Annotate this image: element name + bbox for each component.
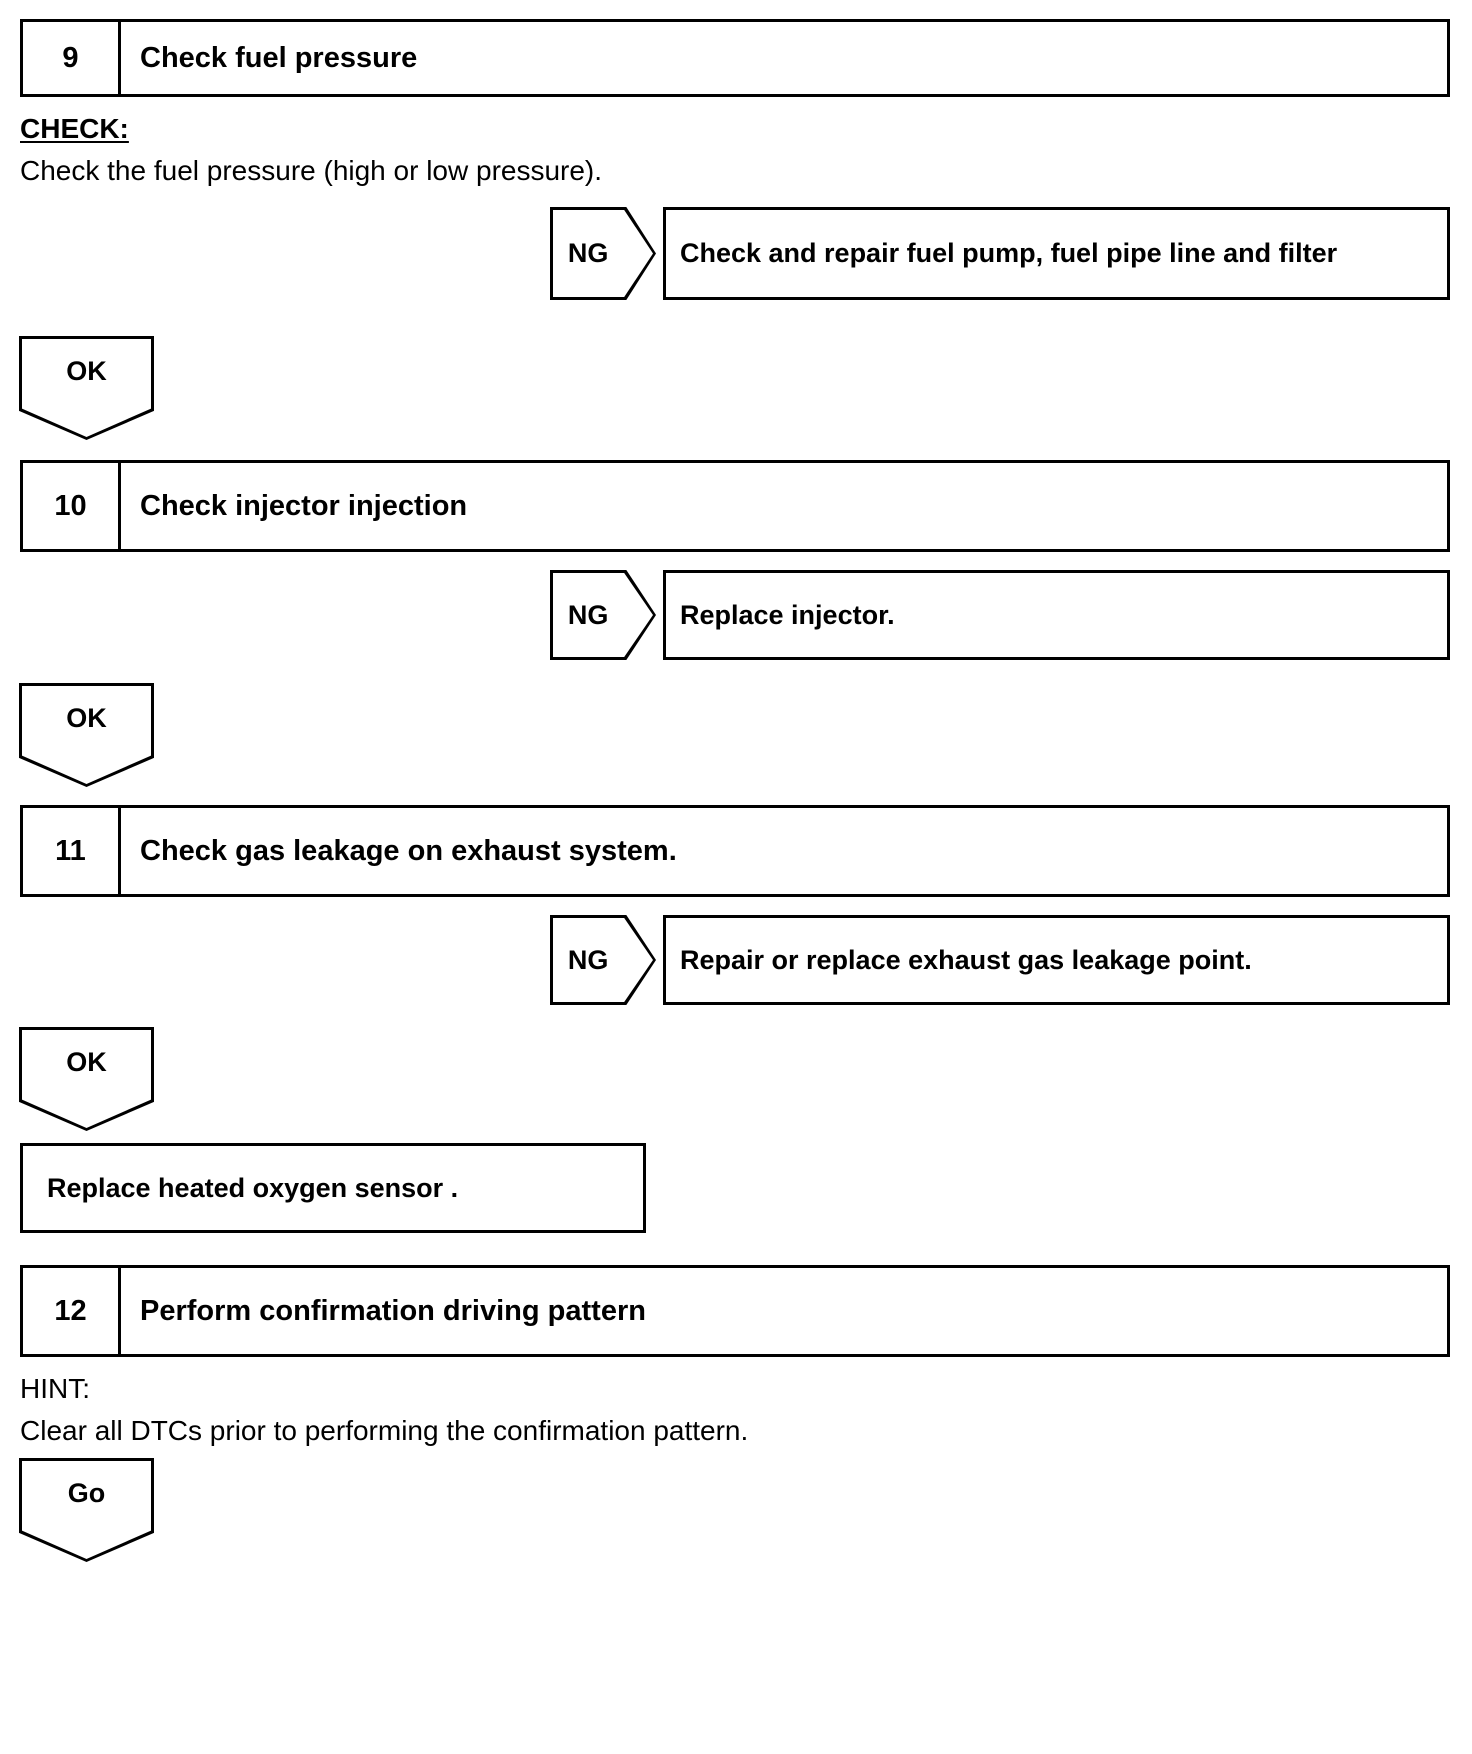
terminal-action-box: Replace heated oxygen sensor . (20, 1143, 646, 1233)
ok-pentagon-10: OK (19, 683, 154, 787)
ng-result-text-10: Replace injector. (680, 599, 895, 630)
step-number-9: 9 (23, 22, 121, 94)
hint-text: Clear all DTCs prior to performing the c… (20, 1415, 749, 1446)
ok-label-11: OK (66, 1046, 107, 1077)
ng-chevron-10: NG (550, 570, 656, 660)
ng-result-box-11: Repair or replace exhaust gas leakage po… (663, 915, 1450, 1005)
ng-chevron-11: NG (550, 915, 656, 1005)
go-pentagon: Go (19, 1458, 154, 1562)
hint-label: HINT: (20, 1373, 90, 1404)
ng-result-box-10: Replace injector. (663, 570, 1450, 660)
terminal-action-text: Replace heated oxygen sensor . (47, 1172, 459, 1203)
step-row-11: 11 Check gas leakage on exhaust system. (20, 805, 1450, 897)
ng-result-box-9: Check and repair fuel pump, fuel pipe li… (663, 207, 1450, 300)
ng-label-11: NG (567, 944, 609, 975)
ng-chevron-9: NG (550, 207, 656, 300)
step-row-9: 9 Check fuel pressure (20, 19, 1450, 97)
ng-label-10: NG (567, 599, 609, 630)
step-title-12: Perform confirmation driving pattern (140, 1294, 646, 1327)
step-number-11: 11 (23, 808, 121, 894)
ok-pentagon-11: OK (19, 1027, 154, 1131)
step-number-12: 12 (23, 1268, 121, 1354)
step-title-11: Check gas leakage on exhaust system. (140, 834, 677, 867)
step-title-10: Check injector injection (140, 489, 468, 522)
check-label-9: CHECK: (20, 113, 129, 144)
check-text-9: Check the fuel pressure (high or low pre… (20, 155, 603, 186)
ng-result-text-11: Repair or replace exhaust gas leakage po… (680, 944, 1252, 975)
step-row-10: 10 Check injector injection (20, 460, 1450, 552)
step-title-9: Check fuel pressure (140, 41, 418, 74)
step-row-12: 12 Perform confirmation driving pattern (20, 1265, 1450, 1357)
ng-result-text-9: Check and repair fuel pump, fuel pipe li… (680, 238, 1338, 269)
step-number-10: 10 (23, 463, 121, 549)
go-label: Go (67, 1477, 106, 1508)
ok-pentagon-9: OK (19, 336, 154, 440)
ok-label-10: OK (66, 702, 107, 733)
ng-label-9: NG (567, 238, 609, 268)
ok-label-9: OK (66, 355, 107, 386)
